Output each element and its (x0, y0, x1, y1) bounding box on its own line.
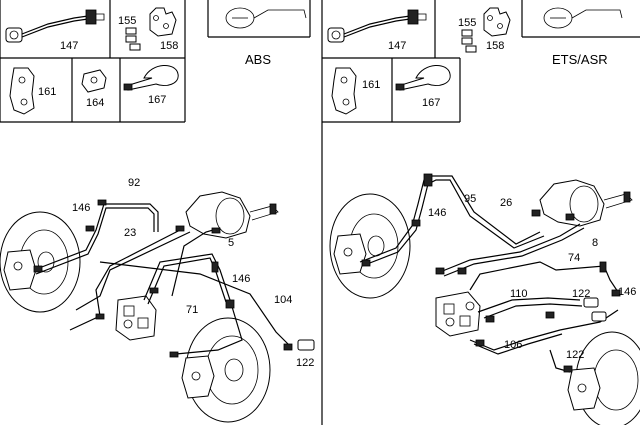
clip-icon (125, 27, 141, 51)
left-parts-box-167: 167 (123, 65, 179, 106)
callout-146b: 146 (618, 286, 636, 298)
bracket-icon (331, 67, 357, 115)
brake-caliper-icon (181, 355, 215, 399)
brake-hose-icon (5, 9, 105, 43)
left-parts-box-164: 164 (81, 69, 107, 109)
callout-71: 71 (186, 304, 198, 316)
brake-booster-icon (539, 179, 633, 227)
cable-tie-icon (123, 65, 179, 91)
brake-caliper-icon (567, 367, 601, 411)
callout-122: 122 (296, 357, 314, 369)
left-parts-box-161: 161 (9, 67, 56, 115)
right-steering-wheel-box (543, 7, 623, 29)
label-155: 155 (118, 15, 136, 27)
brake-hose-icon (327, 9, 427, 43)
left-title: ABS (245, 52, 271, 67)
right-parts-box-147: 147 (327, 9, 427, 52)
label-155: 155 (458, 17, 476, 29)
right-parts-box-155-158: 155 158 (458, 7, 511, 53)
callout-146a: 146 (428, 207, 446, 219)
right-callouts: 95 146 26 8 74 110 122 146 106 122 (428, 193, 636, 361)
bracket-icon (149, 7, 177, 37)
left-callouts: 92 146 23 5 146 104 71 122 (72, 177, 314, 369)
bracket-icon (483, 7, 511, 37)
label-161: 161 (362, 79, 380, 91)
abs-hydraulic-unit-icon (435, 291, 481, 337)
callout-106: 106 (504, 339, 522, 351)
brake-caliper-icon (333, 233, 367, 275)
callout-122a: 122 (572, 288, 590, 300)
cable-tie-icon (395, 65, 451, 91)
callout-5: 5 (228, 237, 234, 249)
label-164: 164 (86, 97, 104, 109)
left-brake-system (0, 191, 315, 423)
callout-146a: 146 (72, 202, 90, 214)
callout-104: 104 (274, 294, 292, 306)
brake-booster-icon (185, 191, 279, 239)
abs-hydraulic-unit-icon (115, 295, 157, 341)
left-parts-box-155-158: 155 158 (118, 7, 178, 52)
callout-95: 95 (464, 193, 476, 205)
grommet-icon (81, 69, 107, 93)
steering-wheel-icon (225, 7, 307, 29)
callout-74: 74 (568, 252, 580, 264)
callout-26: 26 (500, 197, 512, 209)
right-parts-box-161: 161 (331, 67, 380, 115)
bracket-icon (9, 67, 35, 115)
callout-122b: 122 (566, 349, 584, 361)
brake-caliper-icon (3, 249, 37, 291)
label-158: 158 (486, 40, 504, 52)
left-steering-wheel-box (225, 7, 307, 29)
label-167: 167 (422, 97, 440, 109)
left-parts-box-147: 147 (5, 9, 105, 52)
right-title: ETS/ASR (552, 52, 608, 67)
label-147: 147 (60, 40, 78, 52)
callout-23: 23 (124, 227, 136, 239)
right-brake-system (329, 173, 640, 425)
callout-92: 92 (128, 177, 140, 189)
callout-110: 110 (510, 288, 528, 300)
callout-8: 8 (592, 237, 598, 249)
label-167: 167 (148, 94, 166, 106)
right-parts-box-167: 167 (395, 65, 451, 109)
callout-146b: 146 (232, 273, 250, 285)
label-147: 147 (388, 40, 406, 52)
clip-icon (461, 29, 477, 53)
label-158: 158 (160, 40, 178, 52)
label-161: 161 (38, 86, 56, 98)
steering-wheel-icon (543, 7, 623, 29)
